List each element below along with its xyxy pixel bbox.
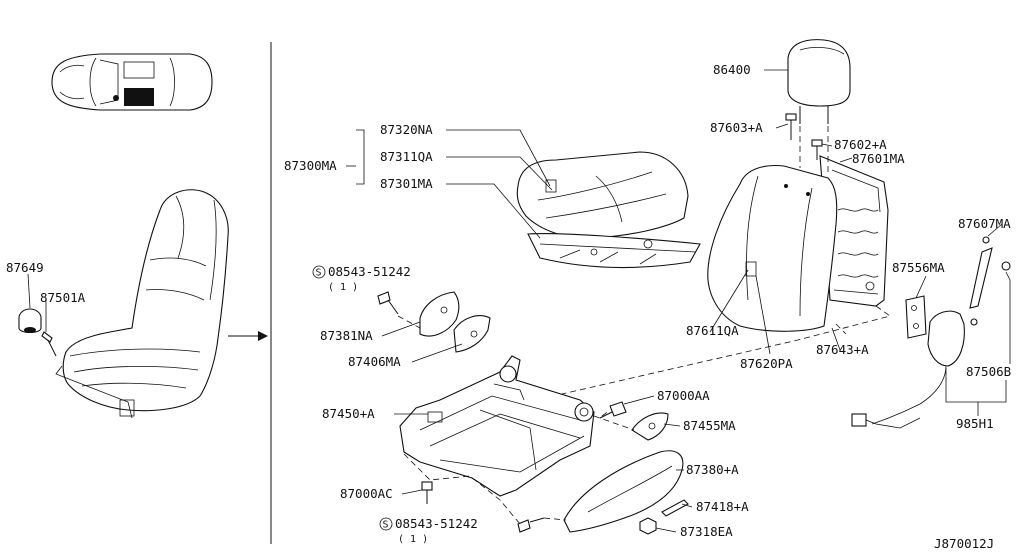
label-08543-qty-upper: ( 1 ): [328, 282, 358, 293]
label-87501a: 87501A: [40, 290, 86, 305]
diagram-code: J870012J: [934, 536, 994, 551]
label-87300ma: 87300MA: [284, 158, 337, 173]
s-symbol-letter-upper: S: [316, 268, 322, 279]
part-87556ma-side-airbag: [851, 295, 965, 429]
part-87301ma-pan: [527, 233, 701, 269]
label-87450a: 87450+A: [322, 406, 375, 421]
label-87620pa: 87620PA: [740, 356, 793, 371]
s-symbol-letter-lower: S: [383, 520, 389, 531]
label-87602a: 87602+A: [834, 137, 887, 152]
part-87381na-cover: [419, 291, 460, 337]
part-87607ma-rod: [969, 236, 1011, 326]
label-87607ma: 87607MA: [958, 216, 1011, 231]
label-08543-qty-lower: ( 1 ): [398, 534, 428, 545]
part-87406ma-cover: [453, 315, 491, 353]
part-87611qa-back-cushion: [707, 164, 838, 332]
label-87418a: 87418+A: [696, 499, 749, 514]
label-87318ea: 87318EA: [680, 524, 733, 539]
part-87380a-side-cover: [563, 450, 684, 533]
label-87320na: 87320NA: [380, 122, 433, 137]
part-08543-51242-upper-screw: [377, 291, 399, 315]
part-87418a-finisher: [661, 499, 689, 517]
label-87406ma: 87406MA: [348, 354, 401, 369]
s-symbol-icon: [312, 265, 326, 279]
label-87381na: 87381NA: [320, 328, 373, 343]
car-top-view: [51, 53, 213, 111]
part-87455ma-cover: [631, 412, 669, 441]
label-87649: 87649: [6, 260, 44, 275]
part-87320na-seat-cushion: [516, 151, 689, 239]
label-87000ac: 87000AC: [340, 486, 393, 501]
label-985h1: 985H1: [956, 416, 994, 431]
label-87301ma: 87301MA: [380, 176, 433, 191]
label-87643a: 87643+A: [816, 342, 869, 357]
part-87649-knob: [18, 308, 42, 334]
part-08543-51242-lower-screw: [517, 517, 545, 533]
part-87601ma-back-frame: [819, 155, 889, 307]
label-87556ma: 87556MA: [892, 260, 945, 275]
part-87501a-screw: [41, 331, 57, 357]
arrow-right-icon: [228, 331, 268, 341]
label-08543-51242-upper: 08543-51242: [328, 264, 411, 279]
part-87000ac-bolt: [421, 481, 433, 504]
label-87601ma: 87601MA: [852, 151, 905, 166]
complete-seat-illustration: [55, 189, 229, 419]
part-87450a-seat-frame: [399, 355, 595, 497]
leader-lines: [381, 69, 1011, 533]
label-87603a: 87603+A: [710, 120, 763, 135]
s-symbol-icon-lower: [379, 517, 393, 531]
label-87311qa: 87311QA: [380, 149, 433, 164]
part-87603a-guide: [785, 113, 797, 140]
label-08543-51242-lower: 08543-51242: [395, 516, 478, 531]
label-86400: 86400: [713, 62, 751, 77]
part-87602a-guide: [811, 139, 823, 160]
part-86400-headrest: [787, 39, 851, 124]
part-87318ea-nut: [639, 517, 657, 535]
label-87611qa: 87611QA: [686, 323, 739, 338]
part-87000aa-bolt: [599, 401, 627, 419]
label-87506b: 87506B: [966, 364, 1011, 379]
label-87455ma: 87455MA: [683, 418, 736, 433]
label-87000aa: 87000AA: [657, 388, 710, 403]
label-87380a: 87380+A: [686, 462, 739, 477]
